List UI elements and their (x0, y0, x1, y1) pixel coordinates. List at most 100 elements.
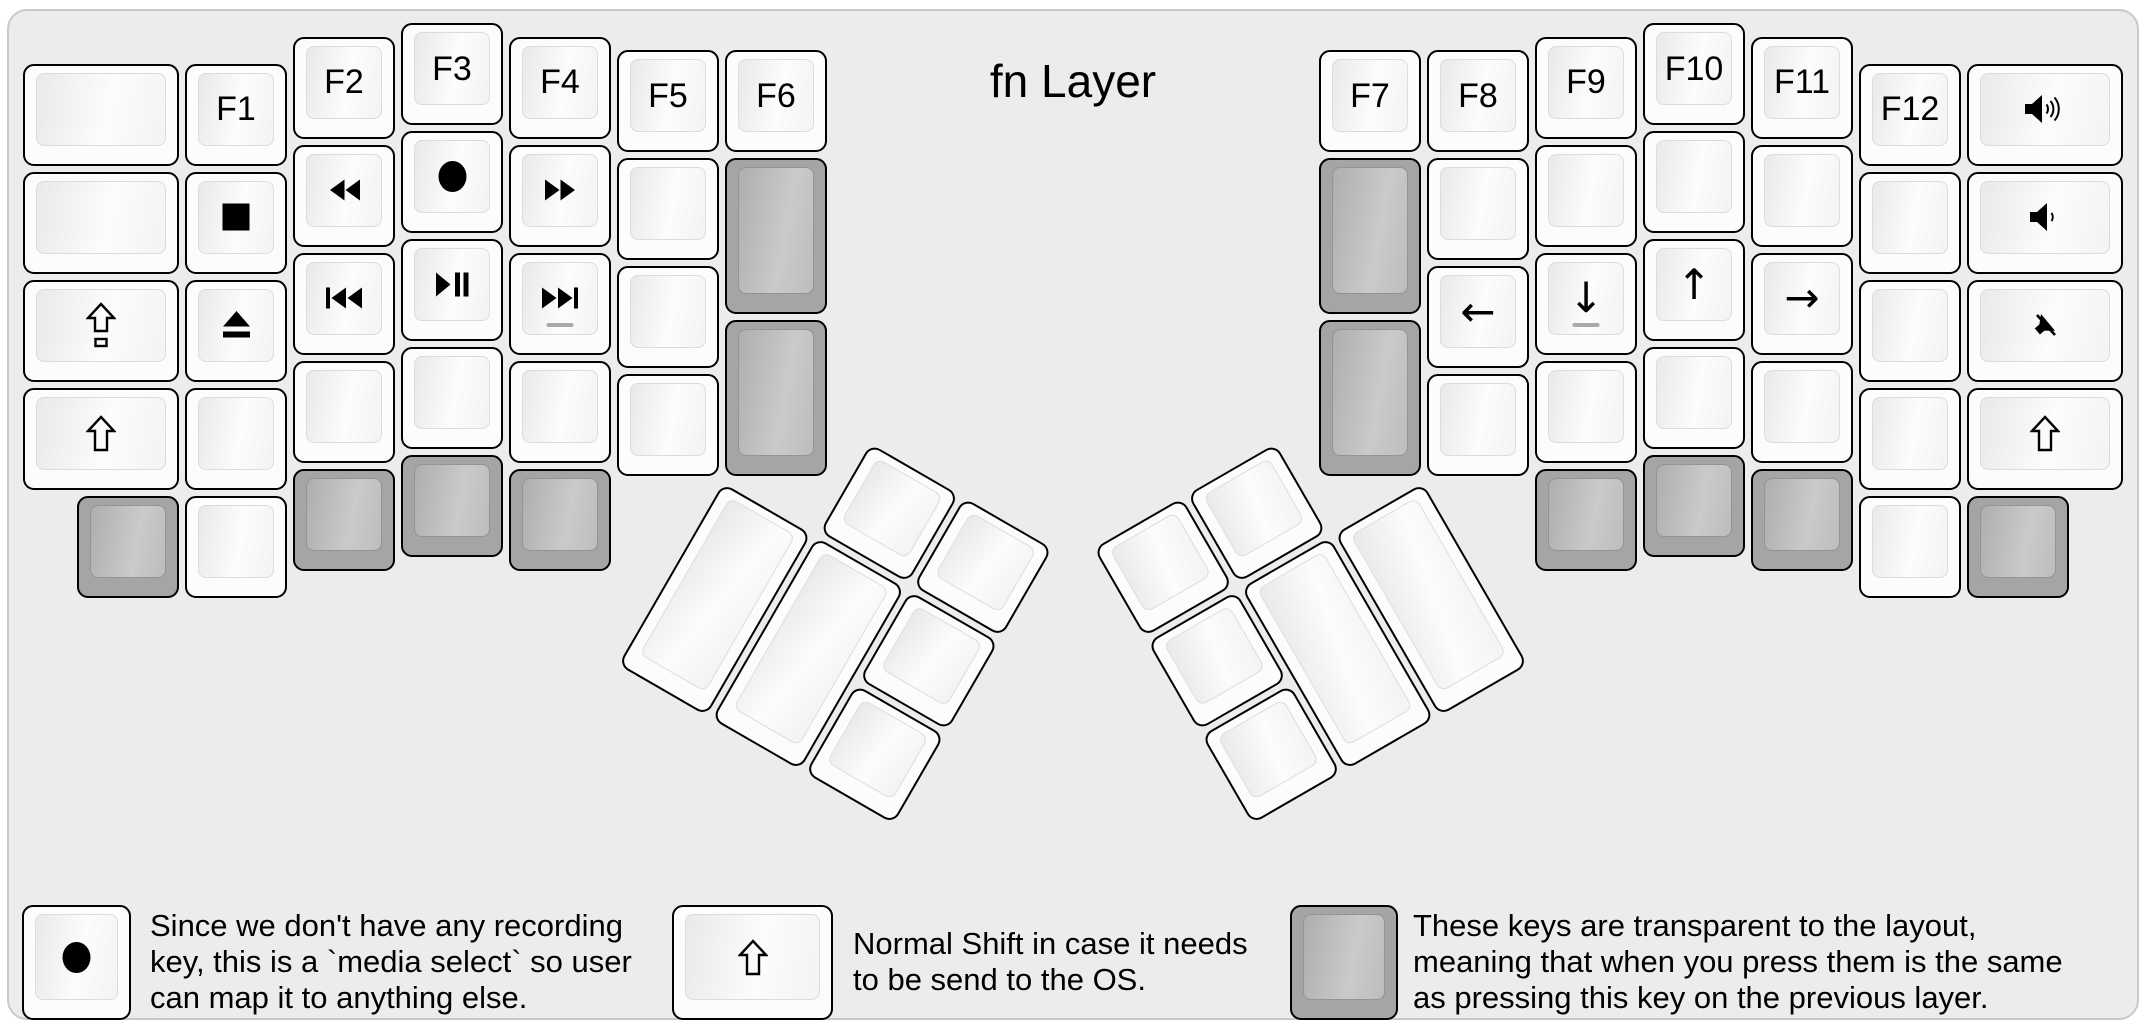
key-transparent[interactable] (293, 468, 395, 571)
key-top (522, 153, 598, 227)
key-top (414, 248, 490, 321)
key-transparent[interactable] (1643, 455, 1745, 557)
key-f5[interactable]: F5 (617, 50, 719, 152)
key-blank[interactable] (185, 495, 287, 598)
layer-title: fn Layer (989, 55, 1157, 107)
key-blank[interactable] (23, 171, 179, 274)
key-stop[interactable] (185, 171, 287, 274)
key-caps-lock[interactable] (23, 279, 179, 382)
key-blank[interactable] (1643, 347, 1745, 449)
key-top (198, 504, 274, 578)
key-transparent[interactable] (1751, 468, 1853, 571)
key-shift-right[interactable] (1967, 387, 2123, 490)
key-top (1548, 153, 1624, 227)
key-prev-track[interactable] (293, 252, 395, 355)
play-pause-icon (435, 271, 469, 298)
key-rewind[interactable] (293, 144, 395, 247)
key-f4[interactable]: F4 (509, 36, 611, 139)
key-top (1656, 464, 1732, 537)
homing-bar (1572, 322, 1600, 327)
key-f7[interactable]: F7 (1319, 50, 1421, 152)
key-blank[interactable] (23, 63, 179, 166)
key-blank[interactable] (617, 158, 719, 260)
key-top (738, 167, 814, 294)
key-blank[interactable] (1859, 495, 1961, 598)
key-top: F7 (1332, 59, 1408, 132)
key-top (738, 329, 814, 456)
key-top (1872, 396, 1948, 470)
key-top: → (1764, 261, 1840, 335)
key-legend: F4 (540, 63, 580, 101)
key-f10[interactable]: F10 (1643, 23, 1745, 125)
key-arrow-down[interactable]: ↓ (1535, 252, 1637, 355)
key-blank[interactable] (617, 374, 719, 476)
key-arrow-left[interactable]: ← (1427, 266, 1529, 368)
mute-icon (2029, 309, 2061, 341)
key-arrow-right[interactable]: → (1751, 252, 1853, 355)
key-top (306, 369, 382, 443)
shift-icon (86, 414, 116, 452)
key-top (36, 72, 166, 146)
volume-down-icon (2029, 202, 2061, 232)
key-top (522, 477, 598, 551)
key-transparent[interactable] (1319, 158, 1421, 314)
key-transparent[interactable] (1967, 495, 2069, 598)
key-mute[interactable] (1967, 279, 2123, 382)
key-play-pause[interactable] (401, 239, 503, 341)
legend-key-transparent (1290, 905, 1398, 1020)
key-transparent[interactable] (725, 158, 827, 314)
key-top: ↑ (1656, 248, 1732, 321)
key-blank[interactable] (1859, 279, 1961, 382)
key-shift-left[interactable] (23, 387, 179, 490)
key-top (630, 383, 706, 456)
key-transparent[interactable] (725, 320, 827, 476)
key-blank[interactable] (509, 360, 611, 463)
key-blank[interactable] (185, 387, 287, 490)
key-transparent[interactable] (509, 468, 611, 571)
key-blank[interactable] (1535, 360, 1637, 463)
key-legend: → (1784, 273, 1820, 322)
key-f11[interactable]: F11 (1751, 36, 1853, 139)
key-f2[interactable]: F2 (293, 36, 395, 139)
key-transparent[interactable] (1535, 468, 1637, 571)
key-top (1872, 288, 1948, 362)
key-blank[interactable] (1751, 144, 1853, 247)
key-f1[interactable]: F1 (185, 63, 287, 166)
key-blank[interactable] (1859, 387, 1961, 490)
key-media-select[interactable] (401, 131, 503, 233)
key-blank[interactable] (293, 360, 395, 463)
key-blank[interactable] (1859, 171, 1961, 274)
key-blank[interactable] (1535, 144, 1637, 247)
key-f9[interactable]: F9 (1535, 36, 1637, 139)
key-f3[interactable]: F3 (401, 23, 503, 125)
key-top (1764, 153, 1840, 227)
key-blank[interactable] (617, 266, 719, 368)
key-blank[interactable] (1427, 374, 1529, 476)
key-top (414, 356, 490, 429)
key-blank[interactable] (1643, 131, 1745, 233)
key-blank[interactable] (401, 347, 503, 449)
key-legend: F9 (1566, 63, 1606, 101)
key-volume-up[interactable] (1967, 63, 2123, 166)
key-top (1303, 914, 1385, 1000)
key-blank[interactable] (1427, 158, 1529, 260)
key-top (1440, 383, 1516, 456)
key-legend: F7 (1350, 76, 1390, 115)
rewind-icon (328, 178, 361, 202)
key-blank[interactable] (1751, 360, 1853, 463)
key-eject[interactable] (185, 279, 287, 382)
key-f6[interactable]: F6 (725, 50, 827, 152)
key-transparent[interactable] (401, 455, 503, 557)
key-transparent[interactable] (77, 495, 179, 598)
key-volume-down[interactable] (1967, 171, 2123, 274)
key-arrow-up[interactable]: ↑ (1643, 239, 1745, 341)
legend-text-transparent: These keys are transparent to the layout… (1413, 908, 2063, 1015)
key-f8[interactable]: F8 (1427, 50, 1529, 152)
key-top: F11 (1764, 45, 1840, 119)
key-top (198, 288, 274, 362)
key-next-track[interactable] (509, 252, 611, 355)
key-f12[interactable]: F12 (1859, 63, 1961, 166)
key-fast-forward[interactable] (509, 144, 611, 247)
key-transparent[interactable] (1319, 320, 1421, 476)
